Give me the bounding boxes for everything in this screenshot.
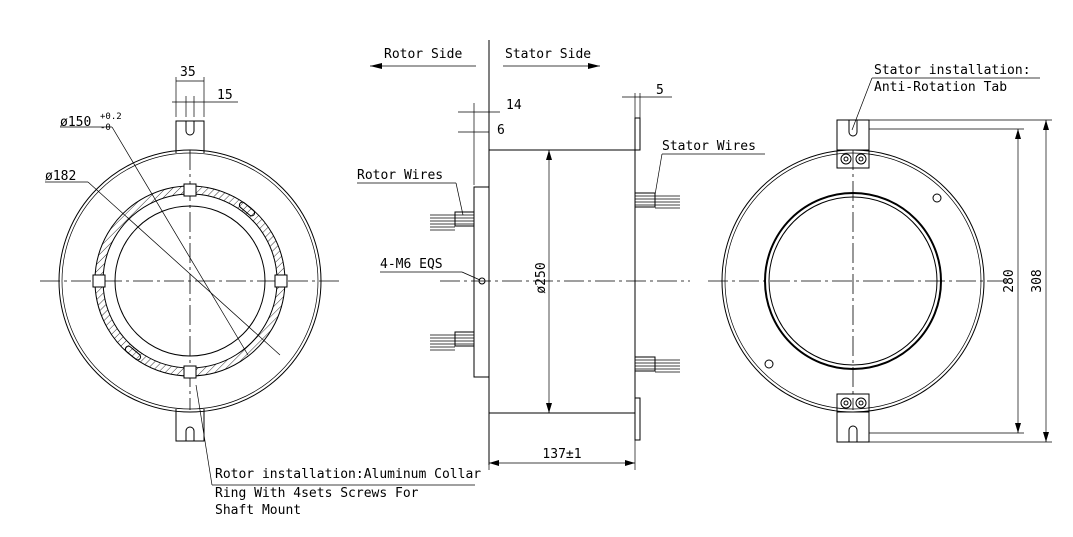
svg-text:ø150: ø150 [60, 115, 91, 130]
mount-hole [764, 359, 774, 369]
stator-tab-bottom [836, 394, 870, 443]
collar-oval-slot [238, 201, 256, 217]
stator-wire-bundle-upper [634, 192, 680, 209]
dim-tab-slot: 15 [217, 88, 233, 103]
outer-body-circle [58, 149, 322, 413]
collar-oval-slot [124, 345, 142, 361]
bottom-tab-slot [185, 426, 195, 441]
dim-bore-tol-upper: +0.2 [100, 112, 122, 122]
outer-body-edge-circle [61, 152, 319, 410]
dim-tab-overall: 308 [1030, 269, 1045, 292]
rotor-install-note-line3: Shaft Mount [215, 503, 301, 518]
bottom-tab [175, 409, 205, 442]
rotor-wire-bundle-lower [430, 331, 475, 351]
stator-wire-bundle-lower [634, 356, 680, 373]
stator-side-label: Stator Side [505, 47, 591, 62]
dim-body-length: 137±1 [542, 447, 581, 462]
stator-bore-ring [764, 192, 942, 370]
stator-wires-label: Stator Wires [662, 139, 756, 154]
collar-slot-top [183, 183, 197, 197]
rotor-wire-bundle-upper [430, 211, 475, 231]
stator-tab-top [634, 117, 641, 151]
rotor-side-label: Rotor Side [384, 47, 462, 62]
stator-tab-top [836, 119, 870, 168]
stator-install-note-line1: Stator installation: [874, 63, 1031, 78]
dim-bore-tol-lower: -0 [100, 123, 111, 133]
dim-bore-diameter: ø150 [60, 115, 91, 130]
dim-flange-offset: 14 [506, 98, 522, 113]
bolt-spec-label: 4-M6 EQS [380, 257, 443, 272]
bore-circle [114, 205, 266, 357]
dim-flange-thickness: 6 [497, 123, 505, 138]
stator-body [488, 149, 636, 414]
collar-slot-bottom [183, 365, 197, 379]
rotor-flange [473, 186, 490, 378]
rotor-install-note-line2: Ring With 4sets Screws For [215, 486, 419, 501]
mount-hole [932, 193, 942, 203]
dim-collar-diameter: ø182 [45, 169, 76, 184]
collar-slot-right [274, 274, 288, 288]
stator-end-view: Stator installation: Anti-Rotation Tab 2… [708, 63, 1052, 443]
rotor-wires-label: Rotor Wires [357, 168, 443, 183]
stator-install-note-line2: Anti-Rotation Tab [874, 80, 1007, 95]
collar-slot-left [92, 274, 106, 288]
top-tab-slot [185, 121, 195, 136]
dim-stator-tab-thickness: 5 [656, 83, 664, 98]
rotor-install-note-line1: Rotor installation:Aluminum Collar [215, 467, 481, 482]
rotor-end-view: 35 15 ø150 +0.2 -0 ø182 Rotor installati… [40, 65, 481, 518]
dim-body-diameter: ø250 [534, 262, 549, 293]
side-view: Rotor Side Stator Side [357, 40, 765, 470]
stator-tab-bottom [634, 397, 641, 441]
dim-tab-width: 35 [180, 65, 196, 80]
dim-tab-hole-spacing: 280 [1002, 269, 1017, 292]
top-tab [175, 120, 205, 153]
